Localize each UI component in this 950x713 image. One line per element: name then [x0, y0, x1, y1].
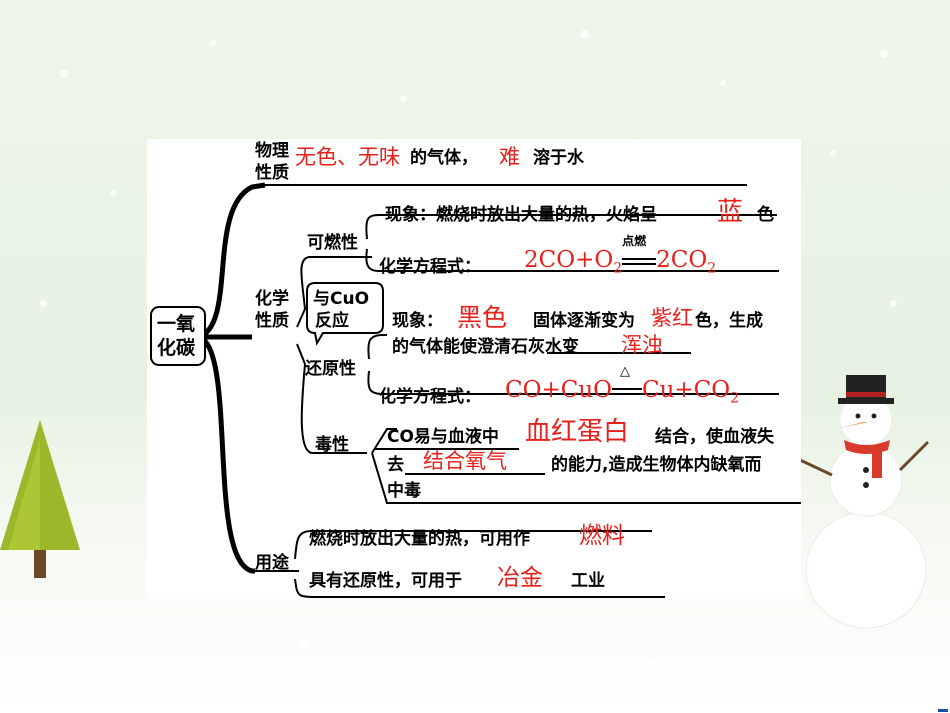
snowflake — [830, 150, 836, 156]
reduction-eq-condition: △ — [620, 364, 630, 379]
toxicity-text-lose: 去 — [387, 455, 404, 475]
combustion-flame-color-answer: 蓝 — [717, 197, 744, 227]
combustion-phenomenon-suffix: 色 — [757, 205, 774, 225]
snowflake — [40, 300, 47, 307]
reduction-eq-arrow: △ — [612, 365, 642, 401]
toxicity-text-combine: 结合，使血液失 — [655, 427, 774, 447]
reduction-eq-right: Cu+CO — [642, 377, 731, 403]
combustion-eq-right: 2CO — [656, 247, 708, 273]
combustion-eq-right-sub: 2 — [707, 260, 717, 277]
toxicity-label: 毒性 — [315, 435, 349, 455]
snowflake — [60, 70, 68, 78]
reduction-answer-black: 黑色 — [457, 303, 508, 332]
snowflake — [890, 300, 897, 307]
reduction-text-limewater: 的气体能使澄清石灰水变 — [392, 337, 579, 357]
chemical-label-line1: 化学 — [255, 289, 289, 309]
reduction-answer-turbid: 浑浊 — [621, 333, 663, 357]
uses-text-metallurgy: 具有还原性，可用于 — [309, 571, 462, 591]
uses-label: 用途 — [255, 553, 289, 573]
physical-label-line2: 性质 — [255, 163, 289, 183]
reduction-equation: CO+CuO △ Cu+CO2 — [505, 365, 740, 407]
toxicity-answer-hemoglobin: 血红蛋白 — [525, 417, 630, 447]
snowman-icon — [800, 375, 930, 629]
physical-text-water: 溶于水 — [533, 148, 584, 168]
tree-icon — [0, 420, 80, 578]
snowflake — [580, 30, 589, 39]
mind-map-connectors — [150, 182, 801, 598]
physical-text-gas: 的气体， — [410, 148, 478, 168]
toxicity-text-blood: CO易与血液中 — [387, 427, 499, 447]
reduction-eq-left: CO+CuO — [505, 377, 612, 403]
combustion-eq-left-sub: 2 — [613, 260, 623, 277]
snowflake — [720, 80, 726, 86]
toxicity-blank-underline — [405, 473, 545, 475]
chemical-label-line2: 性质 — [255, 311, 289, 331]
reduction-text-color-produce: 色，生成 — [695, 311, 763, 331]
callout-bubble — [306, 282, 384, 346]
callout-line2: 反应 — [315, 311, 349, 331]
uses-answer-fuel: 燃料 — [579, 523, 625, 549]
snowflake — [300, 640, 308, 648]
combustion-eq-arrow: 点燃 — [622, 235, 657, 271]
reduction-phenomenon-prefix: 现象： — [392, 311, 443, 331]
callout-line1: 与CuO — [313, 289, 370, 309]
combustibility-label: 可燃性 — [307, 233, 358, 253]
snowflake — [650, 660, 656, 666]
toxicity-blank-underline — [375, 448, 519, 450]
combustion-phenomenon-prefix: 现象：燃烧时放出大量的热，火焰呈 — [385, 205, 657, 225]
reducibility-label: 还原性 — [305, 359, 356, 379]
physical-answer-color-odor: 无色、无味 — [295, 145, 400, 169]
toxicity-text-ability: 的能力,造成生物体内缺氧而 — [551, 455, 762, 475]
uses-text-industry: 工业 — [571, 571, 605, 591]
toxicity-text-poisoning: 中毒 — [387, 481, 421, 501]
root-label-line1: 一氧 — [157, 313, 196, 335]
reduction-eq-right-sub: 2 — [730, 390, 740, 407]
uses-answer-metallurgy: 冶金 — [497, 565, 543, 591]
snowflake — [110, 190, 116, 196]
combustion-equation-label: 化学方程式： — [379, 257, 481, 277]
snowflake — [880, 50, 888, 58]
root-label-line2: 化碳 — [157, 337, 196, 359]
toxicity-answer-bind-oxygen: 结合氧气 — [423, 449, 507, 473]
uses-text-fuel: 燃烧时放出大量的热，可用作 — [309, 529, 530, 549]
page-corner-mark — [938, 709, 948, 712]
co-mind-map: 一氧 化碳 物理 性质 无色、无味 的气体， 难 溶于水 化学 性质 可燃性 现… — [147, 139, 801, 599]
combustion-eq-condition: 点燃 — [622, 234, 647, 248]
combustion-eq-left: 2CO+O — [524, 247, 614, 273]
physical-answer-solubility: 难 — [499, 145, 520, 169]
snowflake — [210, 40, 216, 46]
reduction-equation-label: 化学方程式： — [379, 387, 481, 407]
reduction-answer-purple-red: 紫红 — [651, 306, 693, 330]
reduction-text-turns: 固体逐渐变为 — [533, 311, 635, 331]
snowflake — [400, 95, 407, 102]
physical-label-line1: 物理 — [255, 141, 289, 161]
